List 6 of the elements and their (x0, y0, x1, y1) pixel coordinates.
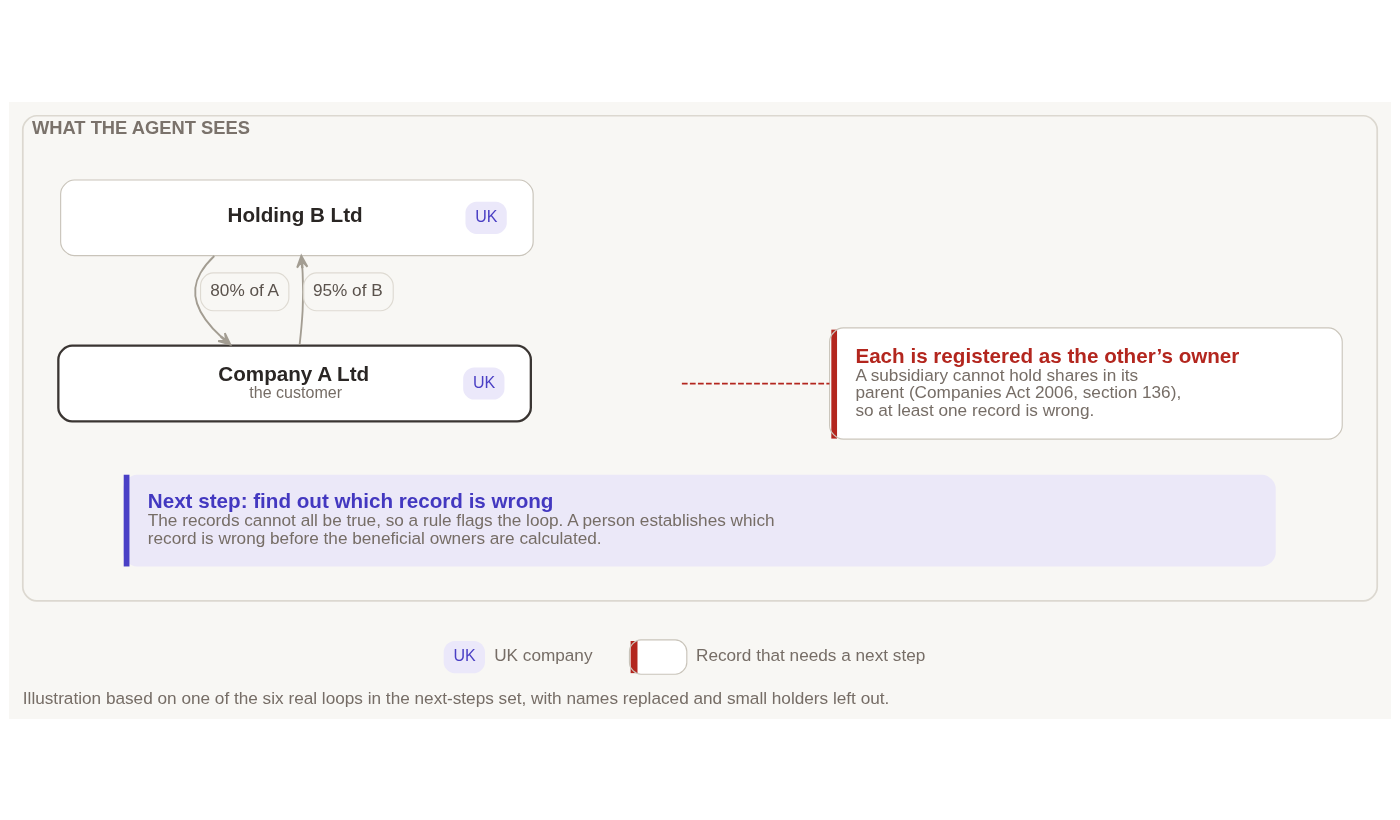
legend-label: Record that needs a next step (695, 644, 926, 665)
edge-label: 80% of A (210, 279, 280, 300)
label: UK (453, 645, 476, 664)
legend-label: UK company (494, 644, 593, 665)
edge-label: 95% of B (312, 279, 383, 300)
caption: Illustration based on one of the six real loops in the next-steps set, with names replaced and small holders left out. (22, 687, 890, 708)
